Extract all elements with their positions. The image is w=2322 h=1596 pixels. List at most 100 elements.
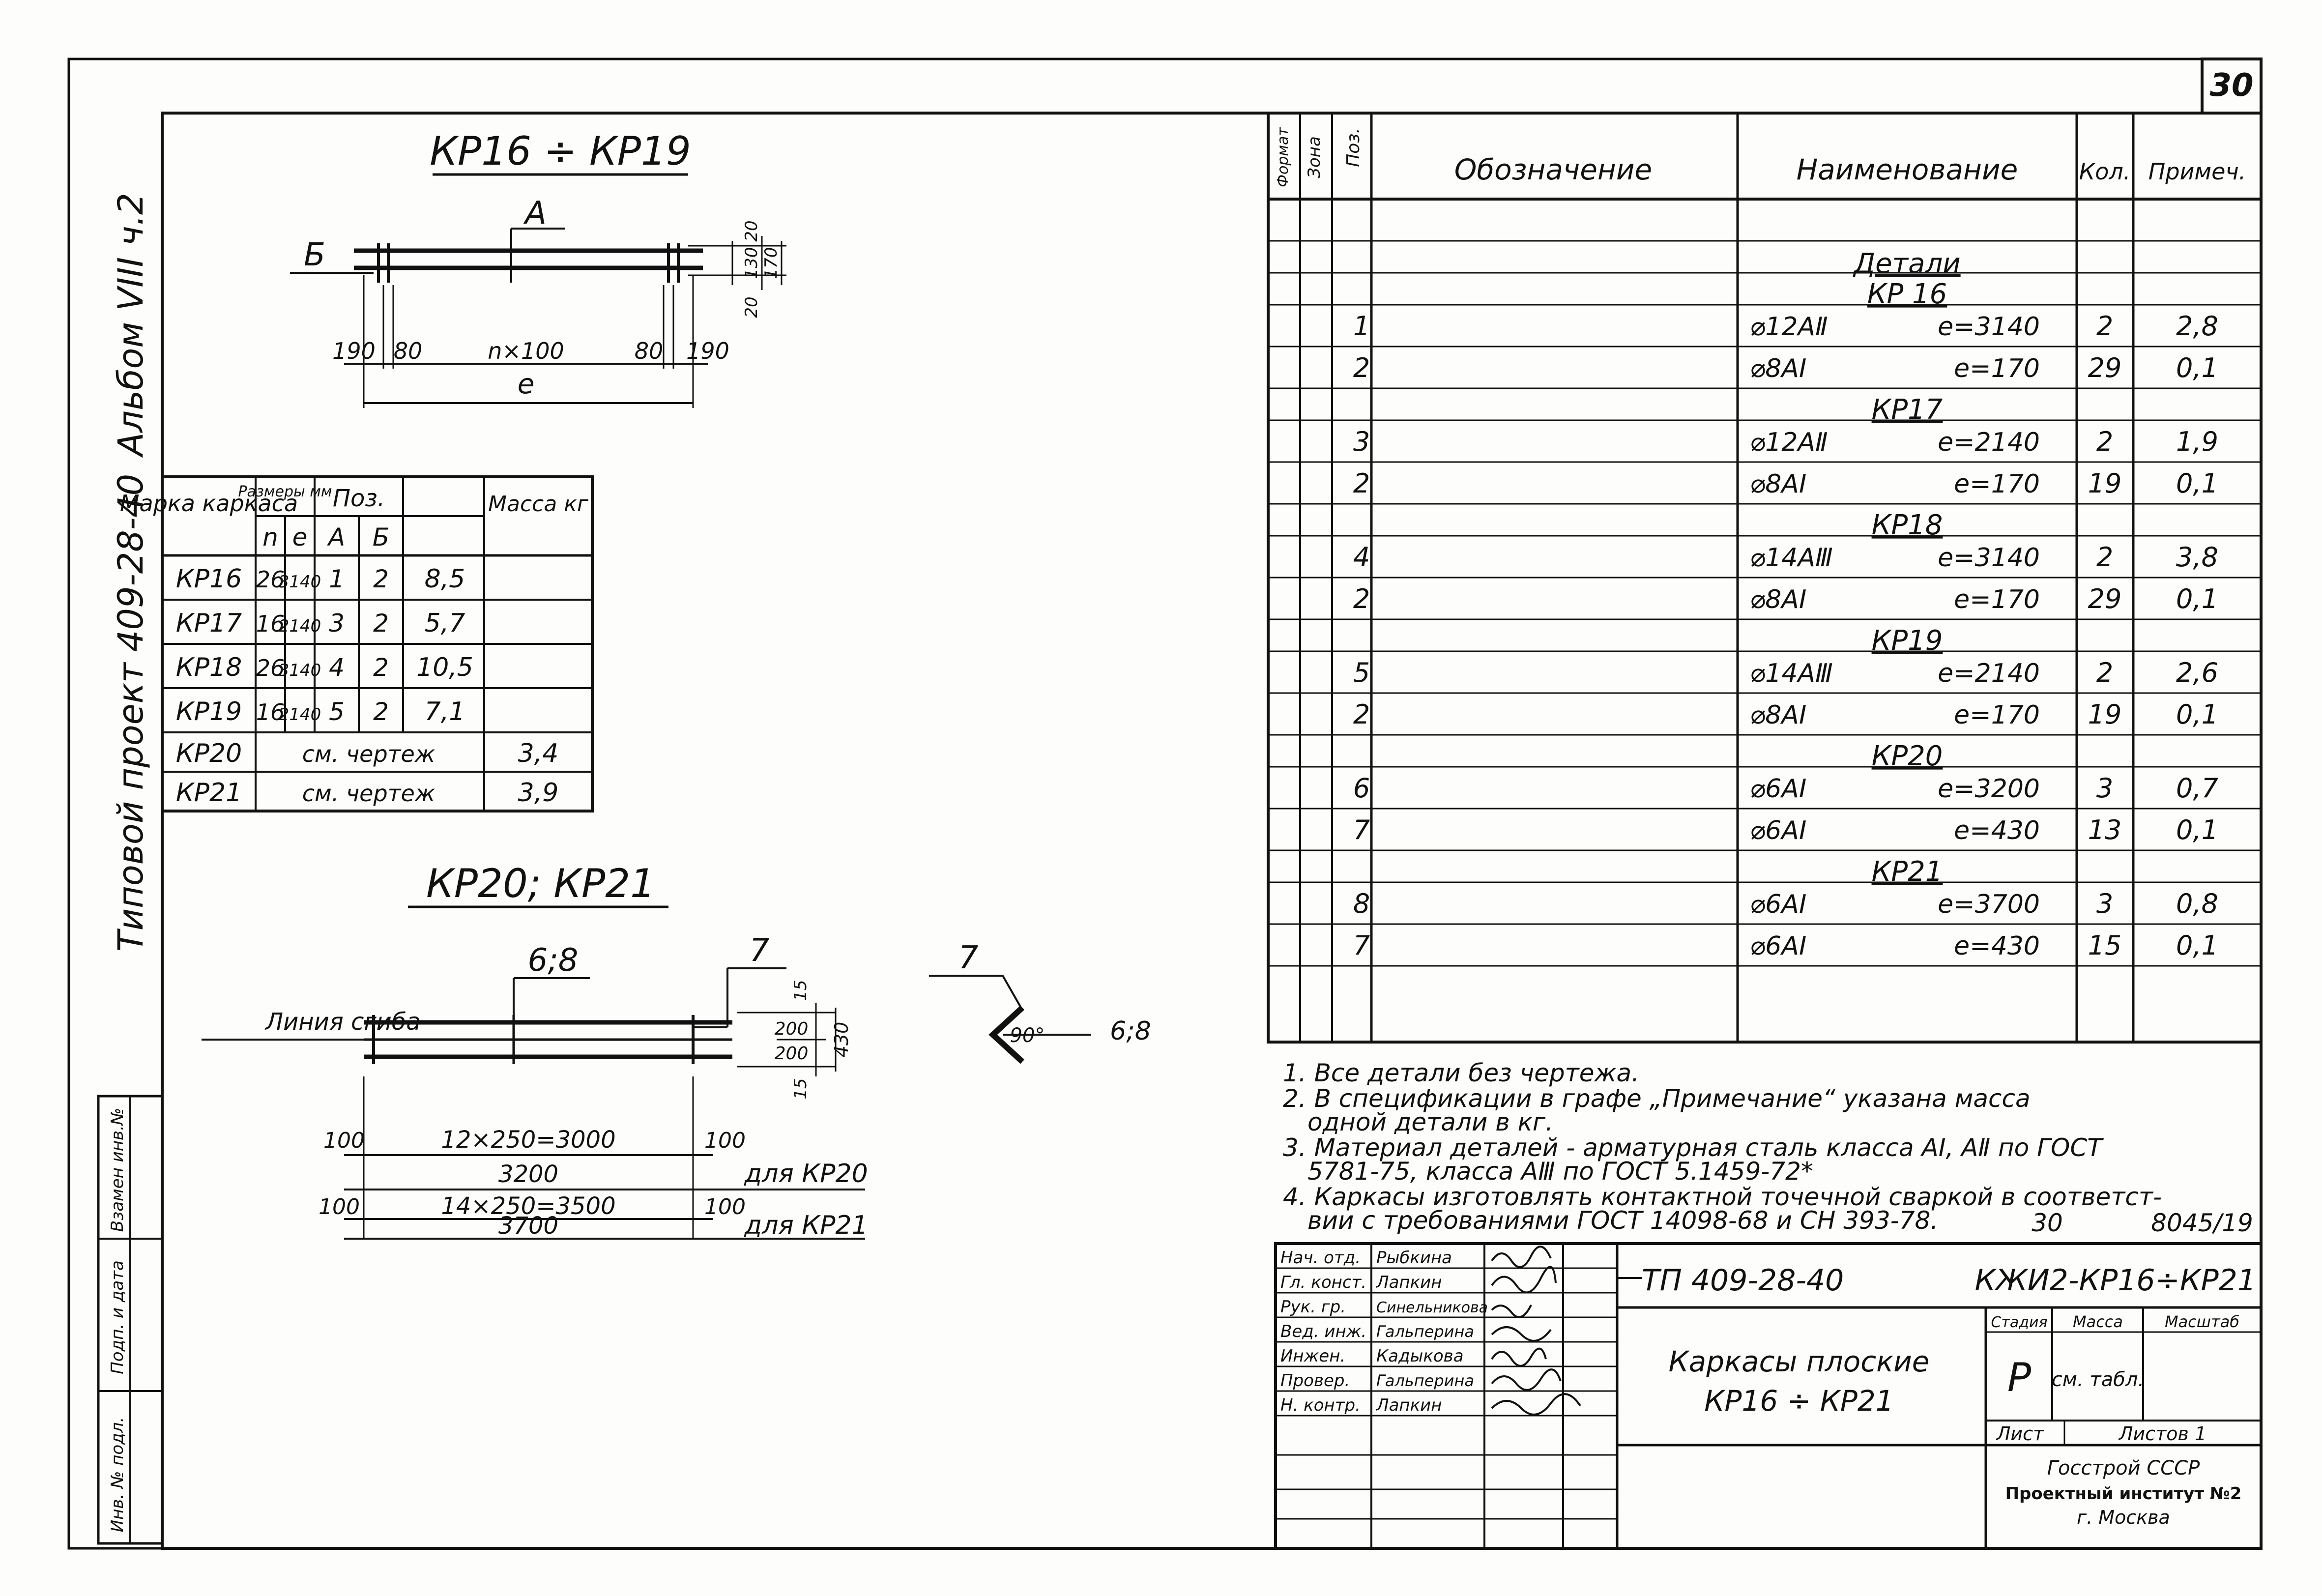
spec-cell-qty: 2 [2096, 426, 2113, 457]
notes: 1. Все детали без чертежа. 2. В специфик… [1283, 1059, 2253, 1237]
person-name: Синельникова [1376, 1299, 1488, 1316]
kr20-dim-for1: для КР20 [744, 1159, 868, 1189]
spec-cell-note: 0,8 [2176, 888, 2218, 919]
person-name: Лапкин [1375, 1395, 1442, 1415]
marks-header-mass: Масса кг [488, 492, 589, 517]
kr16-dim-h-top: 20 [742, 220, 761, 241]
spec-cell-pos: 6 [1353, 773, 1370, 804]
side-box-inv: Инв. № подл. [108, 1417, 127, 1533]
kr20-dim-for2: для КР21 [744, 1211, 868, 1240]
marks-cell: КР21 [176, 778, 242, 808]
side-boxes: Инв. № подл. Подп. и дата Взамен инв.№ [97, 1095, 164, 1545]
kr16-dim-right-end: 190 [686, 338, 729, 364]
marks-cell: 10,5 [416, 653, 473, 682]
title-project: ТП 409-28-40 [1642, 1263, 1844, 1298]
spec-cell-bar: ⌀14AⅢ [1750, 659, 1833, 688]
kr20-dim-end-l1: 100 [323, 1128, 365, 1153]
note-line: 1. Все детали без чертежа. [1283, 1059, 1639, 1087]
marks-cell: КР18 [176, 653, 242, 682]
marks-cell: 2 [373, 565, 389, 593]
note-line: вии с требованиями ГОСТ 14098-68 и СН 39… [1307, 1206, 1938, 1235]
spec-cell-qty: 2 [2096, 542, 2113, 573]
marks-cell: КР20 [176, 739, 242, 768]
spec-cell-bar: ⌀6AI [1750, 816, 1806, 845]
person-role: Нач. отд. [1280, 1248, 1361, 1268]
marks-cell: 3140 [279, 572, 321, 592]
kr20-label-7: 7 [750, 932, 770, 969]
kr20-label-pos: 6;8 [528, 942, 579, 979]
person-name: Кадыкова [1376, 1346, 1464, 1366]
marks-cell: 5,7 [425, 609, 465, 638]
spec-cell-pos: 8 [1353, 888, 1370, 919]
signatures [1491, 1246, 1581, 1416]
spec-cell-note: 0,1 [2176, 468, 2218, 499]
title-org-3: г. Москва [2077, 1507, 2170, 1528]
sheet-number: 30 [2209, 67, 2253, 104]
spec-cell-length: e=3140 [1938, 543, 2040, 573]
spec-table: Формат Зона Поз. Обозначение Наименовани… [1267, 112, 2263, 1044]
spec-cell-note: 0,1 [2176, 352, 2218, 383]
kr16-drawing: КР16 ÷ КР19 А Б 190 80 n×100 80 190 e [290, 128, 786, 408]
side-box-replace: Взамен инв.№ [108, 1108, 127, 1232]
kr20-drawing: КР20; КР21 6;8 7 Линия сгиба 15 200 200 … [202, 861, 868, 1240]
marks-cell: 8,5 [425, 564, 465, 594]
spec-cell-note: 0,1 [2176, 583, 2218, 614]
note-line: одной детали в кг. [1307, 1108, 1553, 1136]
notes-ref-code: 8045/19 [2151, 1209, 2253, 1237]
marks-row: КР16 26 3140 1 2 8,5 [176, 564, 465, 594]
marks-row: КР21 см. чертеж 3,9 [176, 778, 559, 808]
person-role: Вед. инж. [1280, 1322, 1366, 1341]
title-name-line1: Каркасы плоские [1668, 1345, 1929, 1378]
spec-cell-qty: 29 [2088, 352, 2122, 383]
person-role: Инжен. [1280, 1346, 1345, 1366]
person-name: Лапкин [1375, 1273, 1442, 1292]
marks-row: КР20 см. чертеж 3,4 [176, 739, 559, 768]
spec-cell-length: e=3700 [1938, 890, 2040, 919]
spec-cell-pos: 2 [1353, 352, 1370, 383]
kr20-dim-h-bot: 15 [791, 1078, 811, 1099]
title-person: Рук. гр. Синельникова [1280, 1297, 1488, 1317]
kr16-dim-h-mid: 130 [742, 247, 761, 279]
spec-cell-qty: 19 [2088, 699, 2122, 730]
side-box-sign: Подп. и дата [108, 1260, 127, 1374]
spec-cell-pos: 3 [1353, 426, 1370, 457]
kr20-dim-h-200b: 200 [775, 1044, 809, 1064]
spec-cell-length: e=170 [1954, 585, 2040, 614]
marks-row: КР18 26 3140 4 2 10,5 [176, 653, 473, 682]
marks-cell: 2 [373, 697, 389, 726]
spec-cell-length: e=2140 [1938, 428, 2040, 457]
marks-cell: КР16 [176, 564, 242, 594]
marks-cell: 3 [329, 609, 345, 638]
spec-cell-bar: ⌀14AⅢ [1750, 543, 1833, 573]
title-stage-header: Стадия [1991, 1314, 2047, 1331]
person-role: Гл. конст. [1280, 1273, 1366, 1292]
marks-cell: 2140 [279, 705, 321, 725]
title-person: Н. контр. Лапкин [1280, 1395, 1442, 1415]
spec-cell-note: 0,1 [2176, 814, 2218, 845]
marks-cell: КР17 [176, 609, 242, 638]
spec-cell-length: e=2140 [1938, 659, 2040, 688]
marks-cell: 16 [256, 610, 285, 637]
marks-row: КР19 16 2140 5 2 7,1 [176, 697, 465, 726]
person-name: Гальперина [1376, 1371, 1474, 1390]
marks-cell: 3140 [279, 661, 321, 680]
spec-cell-note: 0,1 [2176, 930, 2218, 961]
spec-cell-bar: ⌀8AI [1750, 700, 1806, 730]
note-line: 2. В спецификации в графе „Примечание“ у… [1283, 1084, 2031, 1113]
spec-cell-note: 2,6 [2176, 657, 2218, 688]
marks-cell: 26 [256, 655, 285, 681]
marks-cell: 3,4 [518, 739, 559, 768]
kr20-dim-pitch1: 12×250=3000 [441, 1126, 615, 1154]
marks-cell: 3,9 [518, 778, 559, 808]
kr20-dim-h-200a: 200 [775, 1019, 809, 1039]
project-label: Типовой проект 409-28-40 [111, 474, 151, 952]
marks-cell: 7,1 [425, 697, 465, 726]
kr16-dim-right-step: 80 [635, 338, 664, 364]
spec-cell-qty: 29 [2088, 583, 2122, 614]
title-block: Нач. отд. Рыбкина Гл. конст. Лапкин Рук.… [1274, 1242, 2263, 1550]
spec-cell-bar: ⌀6AI [1750, 890, 1806, 919]
spec-cell-pos: 2 [1353, 699, 1370, 730]
spec-cell-bar: ⌀8AI [1750, 585, 1806, 614]
notes-ref-sheet: 30 [2032, 1209, 2063, 1237]
